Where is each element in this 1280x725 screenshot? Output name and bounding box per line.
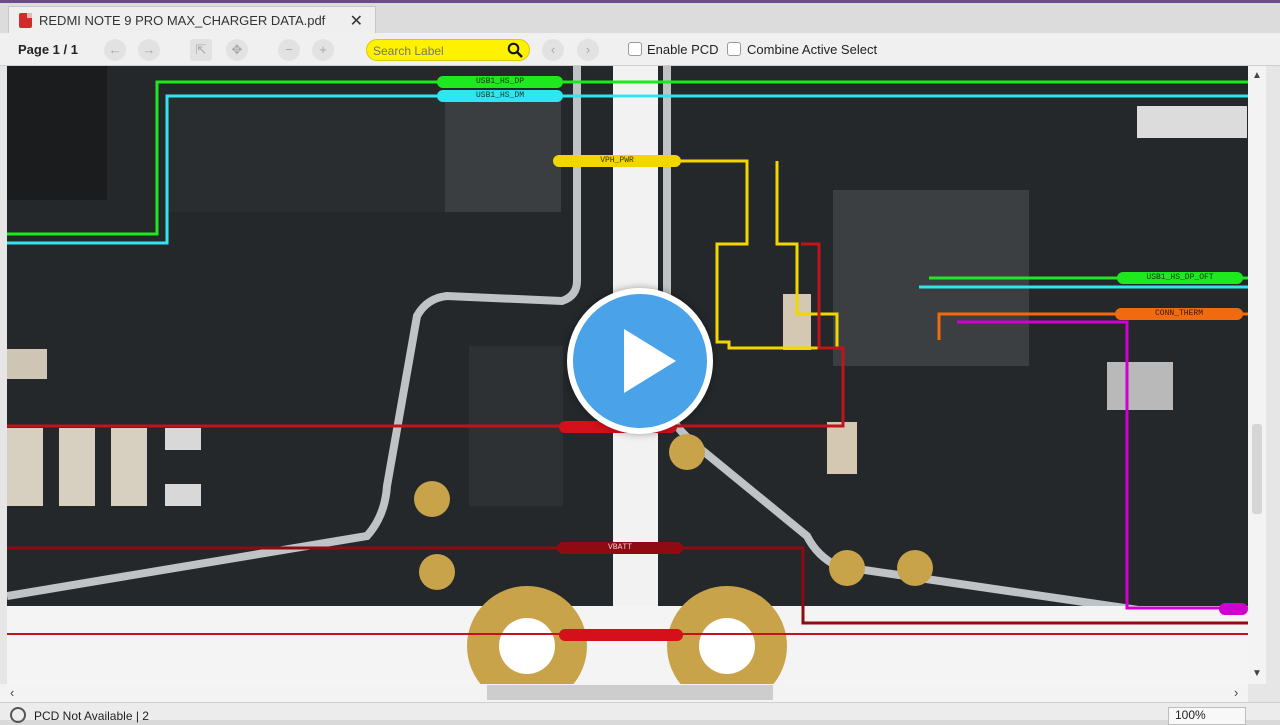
document-tab[interactable]: REDMI NOTE 9 PRO MAX_CHARGER DATA.pdf ✕ (8, 6, 376, 34)
net-label-usb1-hs-dm[interactable]: USB1_HS_DM (437, 90, 563, 102)
status-indicator-icon (10, 707, 26, 723)
net-label-vph-pwr[interactable]: VPH_PWR (553, 155, 681, 167)
zoom-in-icon[interactable]: + (312, 39, 334, 61)
vertical-scrollbar[interactable]: ▲ ▼ (1248, 66, 1266, 684)
page-indicator: Page 1 / 1 (18, 42, 78, 57)
search-icon[interactable] (507, 42, 523, 58)
combine-active-select-label: Combine Active Select (747, 42, 878, 57)
pdf-file-icon (19, 13, 32, 28)
tab-bar: REDMI NOTE 9 PRO MAX_CHARGER DATA.pdf ✕ (0, 3, 1280, 34)
scroll-left-icon[interactable]: ‹ (10, 685, 15, 700)
vertical-scroll-thumb[interactable] (1252, 424, 1262, 514)
move-icon[interactable]: ✥ (226, 39, 248, 61)
search-label-field[interactable] (366, 39, 530, 61)
video-play-button[interactable] (567, 288, 713, 434)
horizontal-scroll-thumb[interactable] (487, 685, 773, 700)
toolbar: Page 1 / 1 ← → ⇱ ✥ − + ‹ › Enable PCD Co… (0, 33, 1280, 66)
pcb-board-view[interactable]: USB1_HS_DP USB1_HS_DM VPH_PWR VBATT USB1… (7, 66, 1248, 684)
net-label-conn-therm[interactable]: CONN_THERM (1115, 308, 1243, 320)
zoom-select[interactable]: 100% (1168, 707, 1246, 725)
close-tab-icon[interactable]: ✕ (349, 13, 363, 30)
document-tab-title: REDMI NOTE 9 PRO MAX_CHARGER DATA.pdf (39, 13, 326, 28)
search-prev-icon[interactable]: ‹ (542, 39, 564, 61)
search-label-input[interactable] (373, 43, 503, 58)
title-strip (0, 0, 1280, 3)
status-bar: PCD Not Available | 2 100% (0, 702, 1280, 725)
enable-pcd-checkbox[interactable] (628, 42, 642, 56)
status-message: PCD Not Available | 2 (34, 709, 149, 723)
zoom-out-icon[interactable]: − (278, 39, 300, 61)
next-page-icon[interactable]: → (138, 39, 160, 61)
scroll-down-icon[interactable]: ▼ (1252, 668, 1262, 679)
prev-page-icon[interactable]: ← (104, 39, 126, 61)
net-label-usb1-hs-dp[interactable]: USB1_HS_DP (437, 76, 563, 88)
scroll-right-icon[interactable]: › (1234, 685, 1239, 700)
enable-pcd-label: Enable PCD (647, 42, 719, 57)
pcb-board-image (7, 66, 1248, 684)
net-label-usb1-hs-dp-oft[interactable]: USB1_HS_DP_OFT (1117, 272, 1243, 284)
search-next-icon[interactable]: › (577, 39, 599, 61)
scroll-up-icon[interactable]: ▲ (1252, 70, 1262, 81)
combine-active-select-checkbox[interactable] (727, 42, 741, 56)
export-icon[interactable]: ⇱ (190, 39, 212, 61)
horizontal-scrollbar[interactable]: ‹ › (0, 684, 1248, 702)
net-label-vbatt[interactable]: VBATT (557, 542, 683, 554)
